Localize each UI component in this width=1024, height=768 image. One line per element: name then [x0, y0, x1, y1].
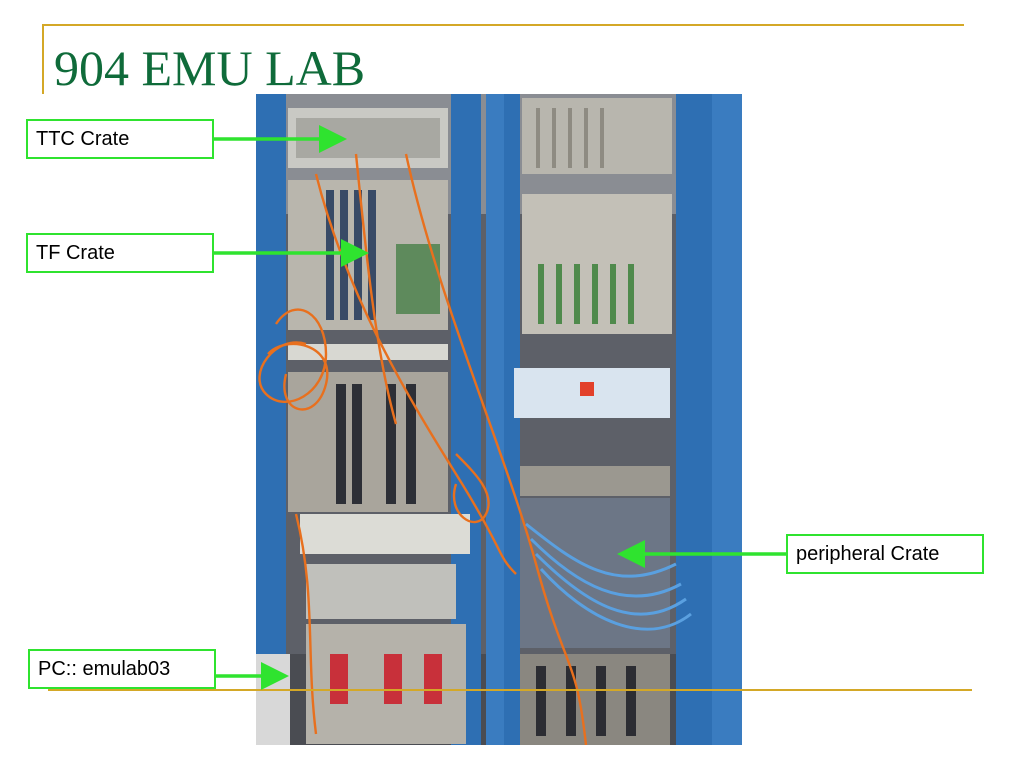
racks-illustration: [256, 94, 742, 745]
callout-tf-crate: TF Crate: [26, 233, 214, 273]
callout-pc-emulab03: PC:: emulab03: [28, 649, 216, 689]
callout-peripheral-crate: peripheral Crate: [786, 534, 984, 574]
top-rule: [42, 24, 964, 26]
slide-title: 904 EMU LAB: [54, 40, 366, 96]
equipment-racks-photo: [256, 94, 742, 745]
left-rule: [42, 24, 44, 94]
bottom-rule: [48, 689, 972, 691]
callout-ttc-crate: TTC Crate: [26, 119, 214, 159]
